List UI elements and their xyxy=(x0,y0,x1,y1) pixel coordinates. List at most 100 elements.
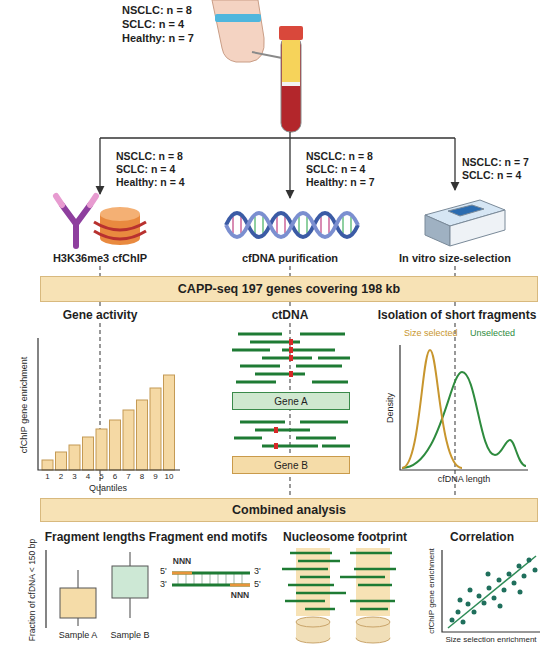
point xyxy=(497,578,502,583)
chart-axis xyxy=(45,550,46,628)
axis-tick: 5 xyxy=(99,472,103,482)
size-selection-machine xyxy=(425,200,505,246)
read xyxy=(318,357,350,360)
read xyxy=(255,373,305,376)
box-sample-b xyxy=(112,566,148,598)
gene-box: Gene B xyxy=(232,456,350,474)
mutation-mark xyxy=(289,355,293,361)
read xyxy=(300,421,348,424)
rung xyxy=(226,574,227,584)
axis-title: cfChIP gene enrichment xyxy=(19,357,30,453)
bar xyxy=(137,400,148,470)
dna-strand xyxy=(226,213,358,237)
point xyxy=(461,620,466,625)
base-pair xyxy=(240,217,242,233)
strand-end: 3' xyxy=(160,579,167,590)
series-label: Size selected xyxy=(404,328,458,339)
bars xyxy=(42,375,175,470)
footprint-band xyxy=(296,548,330,616)
point xyxy=(486,572,491,577)
antibody-tip xyxy=(90,196,96,205)
cylinder-top xyxy=(356,617,390,627)
sample-count: NSCLC: n = 7 xyxy=(462,156,529,169)
point xyxy=(533,568,538,573)
read xyxy=(350,552,392,555)
read xyxy=(312,381,348,384)
bar xyxy=(83,437,94,470)
antibody-tip xyxy=(56,196,62,205)
read xyxy=(300,576,330,579)
base-pair xyxy=(284,217,286,233)
chart-axes xyxy=(38,338,180,470)
axis-tick: 6 xyxy=(113,472,117,482)
point xyxy=(456,610,461,615)
strand-end: 3' xyxy=(254,566,261,577)
rungs xyxy=(178,574,242,584)
read xyxy=(232,349,270,352)
point xyxy=(468,588,473,593)
antibody-icon xyxy=(56,196,96,246)
read xyxy=(240,421,285,424)
bar xyxy=(110,420,121,470)
method-caption: In vitro size-selection xyxy=(399,252,511,265)
antibody-stem xyxy=(73,224,79,246)
rung xyxy=(242,574,243,584)
axis-tick: 2 xyxy=(59,472,63,482)
motif-label: NNN xyxy=(231,590,249,600)
point xyxy=(477,594,482,599)
footprint-band xyxy=(356,548,390,616)
section-title: Correlation xyxy=(450,530,514,544)
nucleosome-icon xyxy=(94,207,146,245)
dashed-line xyxy=(99,266,100,276)
branch-arrow xyxy=(289,138,290,198)
base-pair xyxy=(320,217,322,233)
buffy-coat xyxy=(282,82,300,86)
bar xyxy=(42,460,53,470)
sample-count: SCLC: n = 4 xyxy=(462,169,521,182)
mutation-mark xyxy=(289,347,293,353)
rung xyxy=(186,574,187,584)
trend-line xyxy=(448,556,536,628)
point xyxy=(527,558,532,563)
axis-tick: 3 xyxy=(72,472,76,482)
read xyxy=(360,608,388,611)
bar xyxy=(164,375,175,470)
read xyxy=(340,576,385,579)
axis-title: Fraction of cfDNA < 150 bp xyxy=(27,539,37,641)
point xyxy=(450,618,455,623)
read xyxy=(358,584,392,587)
branch-arrow xyxy=(99,138,100,194)
read xyxy=(262,357,312,360)
size-selected-curve xyxy=(402,350,462,468)
point xyxy=(507,572,512,577)
bar-chart xyxy=(38,338,180,470)
reads xyxy=(282,553,396,609)
rung xyxy=(202,574,203,584)
scatter-plot xyxy=(442,550,540,632)
axis-title: Size selection enrichment xyxy=(445,635,536,645)
antibody-arm xyxy=(76,205,90,224)
axis-tick: 1 xyxy=(45,472,49,482)
box-plot xyxy=(46,550,148,628)
point xyxy=(518,590,523,595)
section-title: Fragment lengths xyxy=(45,530,146,544)
density-plot xyxy=(400,345,528,470)
read xyxy=(238,333,282,336)
read xyxy=(262,445,318,448)
node-text: CAPP-seq 197 genes covering 198 kb xyxy=(178,282,400,296)
sample-label: Sample A xyxy=(59,630,98,641)
dna-helix xyxy=(226,213,358,237)
sample-count: NSCLC: n = 8 xyxy=(116,150,183,163)
read xyxy=(288,584,334,587)
read xyxy=(290,552,332,555)
read xyxy=(234,437,262,440)
sample-count: SCLC: n = 4 xyxy=(122,18,184,31)
needle-line xyxy=(252,52,282,58)
node-text: Gene A xyxy=(274,396,307,407)
sample-count: Healthy: n = 7 xyxy=(306,176,375,189)
rung xyxy=(218,574,219,584)
cylinder-top xyxy=(296,617,330,627)
method-band: Combined analysis xyxy=(40,498,538,522)
dna-strand xyxy=(226,213,358,237)
